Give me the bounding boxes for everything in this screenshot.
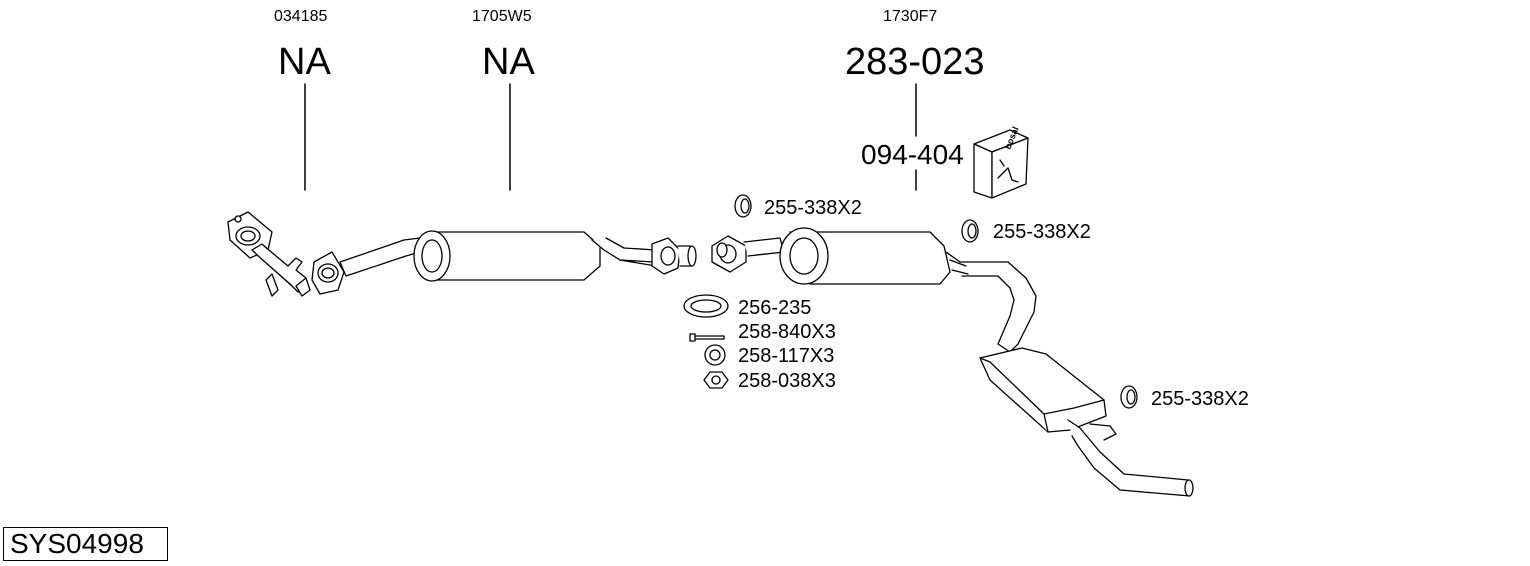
rear-section-front: [711, 227, 1037, 353]
part-number-1: NA: [278, 41, 331, 83]
oe-code-3: 1730F7: [883, 8, 938, 25]
front-pipe: [227, 211, 311, 297]
part-number-3: 283-023: [845, 41, 985, 83]
intermediate-muffler: [339, 230, 697, 282]
mounting-kit-box-icon: bosal: [973, 125, 1029, 199]
fitting-label-spring: 258-117X3: [738, 345, 835, 367]
leader-lines: [304, 83, 917, 191]
system-code-box: SYS04998: [3, 527, 168, 561]
oe-code-1: 034185: [274, 8, 328, 25]
gasket-label-1: 255-338X2: [764, 197, 862, 219]
fitting-label-gasket: 256-235: [738, 297, 812, 319]
oe-code-2: 1705W5: [472, 8, 532, 25]
part-number-2: NA: [482, 41, 535, 83]
mounting-kit-number: 094-404: [861, 139, 964, 170]
fitting-icons: [683, 294, 729, 389]
fitting-label-bolt: 258-840X3: [738, 321, 836, 343]
rear-muffler: [979, 347, 1194, 497]
fitting-label-nut: 258-038X3: [738, 370, 836, 392]
gasket-label-3: 255-338X2: [1151, 388, 1249, 410]
gasket-label-2: 255-338X2: [993, 221, 1091, 243]
gasket-rings: [734, 194, 1138, 409]
center-flange: [311, 251, 345, 295]
